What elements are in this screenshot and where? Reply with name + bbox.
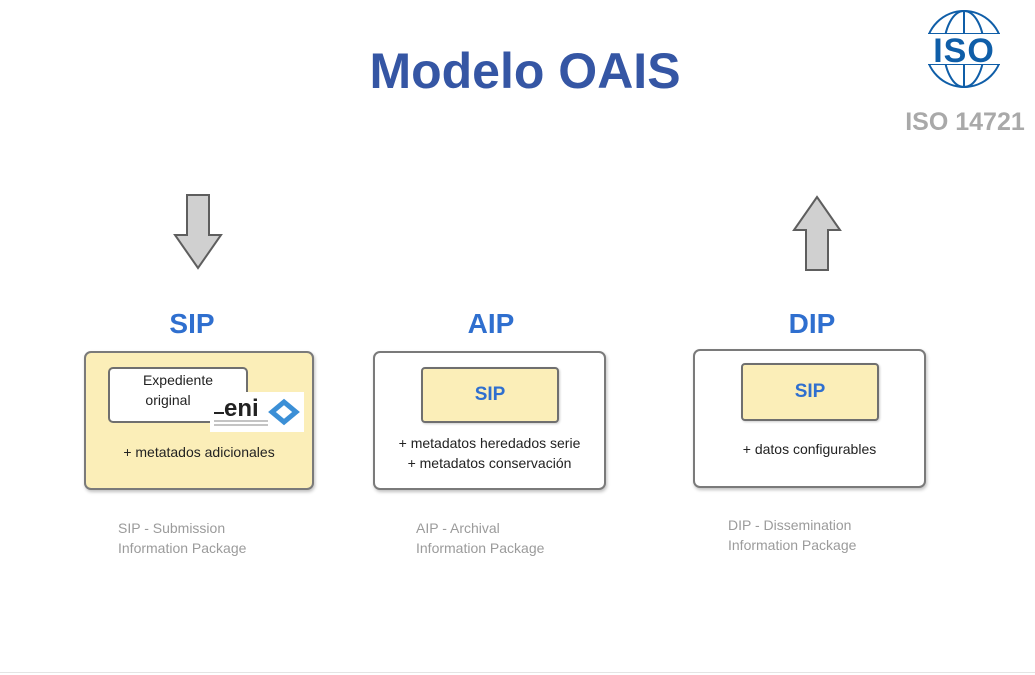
iso-logo-text: ISO	[933, 32, 995, 70]
aip-heading: AIP	[467, 308, 515, 339]
iso-caption: ISO 14721	[905, 108, 1025, 136]
aip-metadata: + metadatos heredados serie + metadatos …	[375, 433, 604, 473]
aip-caption: AIP - Archival Information Package	[416, 518, 544, 558]
eni-logo: eni	[210, 392, 304, 432]
expediente-label-line2: original	[145, 392, 191, 408]
aip-metadata-line1: + metadatos heredados serie	[398, 435, 581, 451]
arrow-up-icon	[792, 195, 842, 271]
dip-caption-line2: Information Package	[728, 537, 857, 553]
eni-logo-text: eni	[224, 395, 259, 422]
sip-card: Expediente original eni + metatados adic…	[84, 351, 314, 490]
bottom-divider	[0, 672, 1035, 673]
aip-caption-line1: AIP - Archival	[416, 520, 500, 536]
dip-heading: DIP	[788, 308, 836, 339]
sip-caption-line1: SIP - Submission	[118, 520, 226, 536]
sip-caption: SIP - Submission Information Package	[118, 518, 246, 558]
dip-metadata: + datos configurables	[742, 441, 877, 457]
sip-heading: SIP	[169, 308, 215, 339]
aip-metadata-line2: + metadatos conservación	[407, 455, 572, 471]
aip-caption-line2: Information Package	[416, 540, 545, 556]
sip-caption-line2: Information Package	[118, 540, 247, 556]
aip-card: SIP + metadatos heredados serie + metada…	[373, 351, 606, 490]
dip-inner-sip: SIP	[741, 363, 879, 421]
aip-inner-sip: SIP	[421, 367, 559, 423]
dip-caption: DIP - Dissemination Information Package	[728, 515, 856, 555]
expediente-label-line1: Expediente	[142, 372, 214, 388]
dip-caption-line1: DIP - Dissemination	[728, 517, 852, 533]
arrow-down-icon	[173, 194, 223, 270]
iso-logo: ISO	[914, 10, 1014, 88]
sip-metadata: + metatados adicionales	[123, 444, 275, 460]
page-title: Modelo OAIS	[369, 43, 681, 99]
dip-card: SIP + datos configurables	[693, 349, 926, 488]
